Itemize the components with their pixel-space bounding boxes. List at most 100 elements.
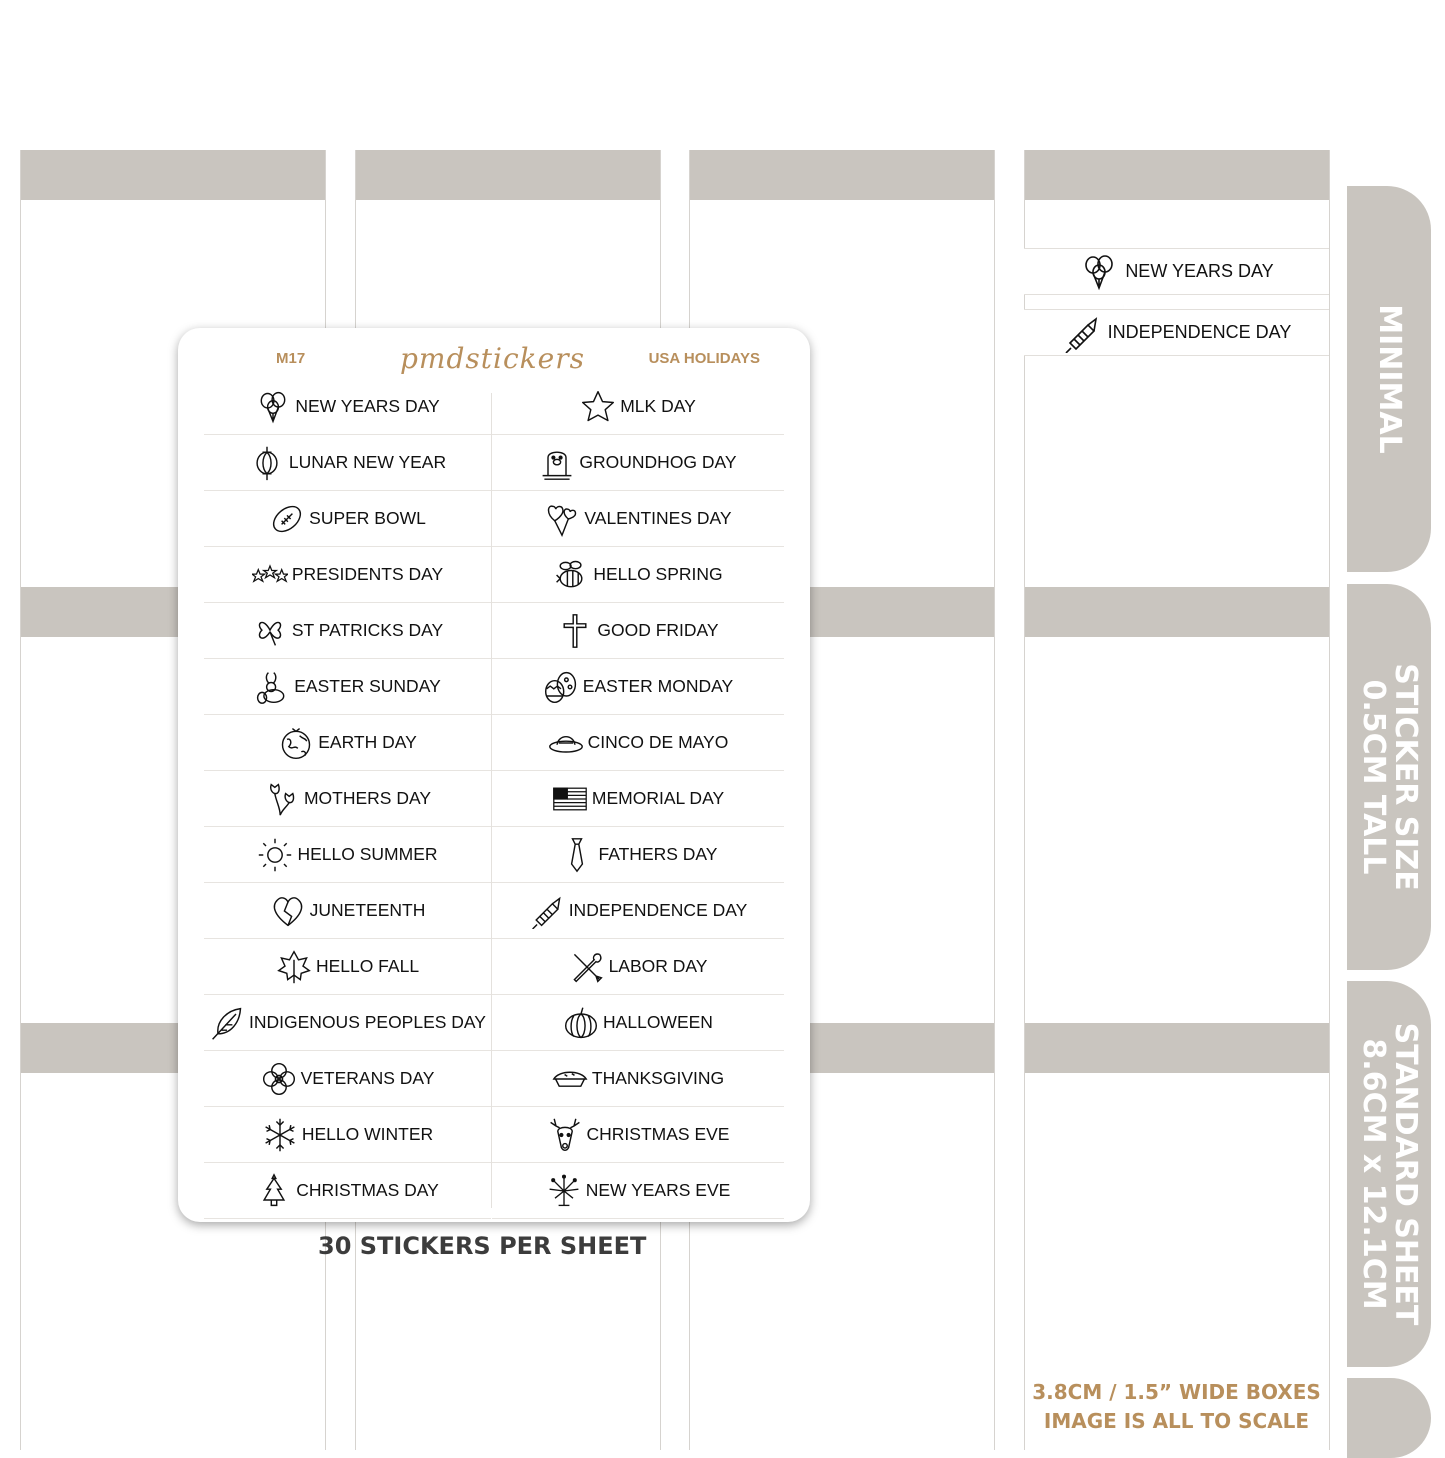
strip-label: INDEPENDENCE DAY: [1107, 322, 1292, 342]
sticker-row: GROUNDHOG DAY: [492, 435, 784, 491]
tab-label: STICKER SIZE 0.5CM TALL: [1356, 663, 1423, 891]
planner-column-4: [1024, 150, 1330, 1450]
sticker-row: PRESIDENTS DAY: [204, 547, 491, 603]
header-band: [690, 150, 994, 200]
sticker-label: HELLO SUMMER: [297, 844, 438, 864]
header-band: [21, 150, 325, 200]
football-icon: [273, 505, 302, 532]
sticker-row: EARTH DAY: [204, 715, 491, 771]
leaf-icon: [277, 949, 311, 983]
sticker-row: MLK DAY: [492, 379, 784, 435]
heart-icon: [273, 896, 302, 926]
clover-icon: [258, 621, 282, 646]
sticker-label: THANKSGIVING: [591, 1068, 725, 1088]
tulips-icon: [270, 782, 295, 815]
sticker-row: CHRISTMAS EVE: [492, 1107, 784, 1163]
bunny-icon: [257, 671, 285, 704]
sombrero-icon: [548, 735, 583, 753]
sticker-label: CINCO DE MAYO: [587, 732, 729, 752]
column-divider: [491, 393, 492, 1208]
sticker-row: LABOR DAY: [492, 939, 784, 995]
tab-label: MINIMAL: [1372, 304, 1407, 454]
sticker-sheet: M17 pmdstickers USA HOLIDAYS NEW YEARS D…: [178, 328, 810, 1222]
sticker-label: MOTHERS DAY: [303, 788, 432, 808]
tab-minimal: MINIMAL: [1347, 186, 1431, 572]
sticker-row: HELLO SPRING: [492, 547, 784, 603]
firework-rocket-icon: [1065, 316, 1097, 353]
tie-icon: [570, 837, 583, 872]
sticker-label: JUNETEENTH: [309, 900, 426, 920]
snowflake-icon: [265, 1118, 295, 1151]
sticker-row: CHRISTMAS DAY: [204, 1163, 491, 1219]
sticker-row: GOOD FRIDAY: [492, 603, 784, 659]
sticker-row: LUNAR NEW YEAR: [204, 435, 491, 491]
tab-standard-sheet: STANDARD SHEET 8.6CM x 12.1CM: [1347, 981, 1431, 1367]
tab-label-line: 8.6CM x 12.1CM: [1356, 1038, 1391, 1310]
sticker-row: CINCO DE MAYO: [492, 715, 784, 771]
sticker-label: CHRISTMAS DAY: [296, 1180, 439, 1200]
heart-balloons-icon: [548, 504, 577, 537]
bee-icon: [556, 560, 583, 587]
star-icon: [582, 390, 615, 421]
sticker-label: FATHERS DAY: [598, 844, 718, 864]
sticker-label: NEW YEARS DAY: [295, 396, 440, 416]
sticker-label: INDIGENOUS PEOPLES DAY: [249, 1012, 486, 1032]
tab-label-line: 0.5CM TALL: [1356, 679, 1391, 875]
strip-label: NEW YEARS DAY: [1125, 261, 1274, 281]
sticker-row: MOTHERS DAY: [204, 771, 491, 827]
sticker-label: NEW YEARS EVE: [585, 1180, 731, 1200]
flag-icon: [553, 787, 587, 810]
brand-logo: pmdstickers: [400, 342, 585, 375]
sticker-row: FATHERS DAY: [492, 827, 784, 883]
reindeer-icon: [549, 1118, 580, 1151]
sticker-label: HELLO FALL: [315, 956, 420, 976]
tab-sticker-size: STICKER SIZE 0.5CM TALL: [1347, 584, 1431, 970]
tab-partial: [1347, 1378, 1431, 1458]
balloons-icon: [1085, 254, 1114, 290]
sticker-label: LABOR DAY: [608, 956, 708, 976]
sticker-row: VALENTINES DAY: [492, 491, 784, 547]
sticker-row: HELLO WINTER: [204, 1107, 491, 1163]
sticker-row: SUPER BOWL: [204, 491, 491, 547]
sticker-label: LUNAR NEW YEAR: [288, 452, 447, 472]
sticker-row: EASTER MONDAY: [492, 659, 784, 715]
stars-icon: [251, 563, 288, 583]
sticker-label: HALLOWEEN: [603, 1012, 713, 1032]
sticker-row: HELLO FALL: [204, 939, 491, 995]
feather-icon: [212, 1007, 242, 1040]
sticker-row: THANKSGIVING: [492, 1051, 784, 1107]
sticker-row: ST PATRICKS DAY: [204, 603, 491, 659]
stickers-per-sheet: 30 STICKERS PER SHEET: [318, 1232, 647, 1260]
cross-icon: [563, 613, 587, 648]
sticker-label: HELLO WINTER: [301, 1124, 434, 1144]
lantern-icon: [256, 446, 278, 480]
sheet-code: M17: [276, 350, 306, 367]
sticker-row: INDEPENDENCE DAY: [492, 883, 784, 939]
sticker-row: NEW YEARS DAY: [204, 379, 491, 435]
sheet-header: M17 pmdstickers USA HOLIDAYS: [178, 342, 810, 388]
sticker-row: MEMORIAL DAY: [492, 771, 784, 827]
sticker-row: NEW YEARS EVE: [492, 1163, 784, 1219]
scale-line: 3.8CM / 1.5” WIDE BOXES: [1032, 1380, 1321, 1404]
sticker-label: GROUNDHOG DAY: [579, 452, 737, 472]
sticker-label: VALENTINES DAY: [584, 508, 732, 528]
tab-label-line: STANDARD SHEET: [1388, 1022, 1423, 1326]
sun-icon: [259, 838, 292, 871]
sticker-row: HALLOWEEN: [492, 995, 784, 1051]
preview-strip-new-years: NEW YEARS DAY: [1024, 248, 1329, 295]
pumpkin-icon: [565, 1007, 598, 1038]
sticker-label: EASTER SUNDAY: [294, 676, 441, 696]
pie-icon: [552, 1071, 588, 1087]
preview-strip-independence: INDEPENDENCE DAY: [1024, 309, 1329, 356]
sticker-row: VETERANS DAY: [204, 1051, 491, 1107]
sticker-label: EASTER MONDAY: [582, 676, 734, 696]
poppy-icon: [262, 1062, 295, 1095]
header-band: [356, 150, 660, 200]
tree-icon: [263, 1172, 286, 1206]
sticker-row: EASTER SUNDAY: [204, 659, 491, 715]
sticker-label: CHRISTMAS EVE: [586, 1124, 730, 1144]
balloons-icon: [260, 391, 286, 423]
set-name: USA HOLIDAYS: [648, 350, 760, 367]
sticker-label: MEMORIAL DAY: [591, 788, 725, 808]
sticker-label: EARTH DAY: [318, 732, 417, 752]
